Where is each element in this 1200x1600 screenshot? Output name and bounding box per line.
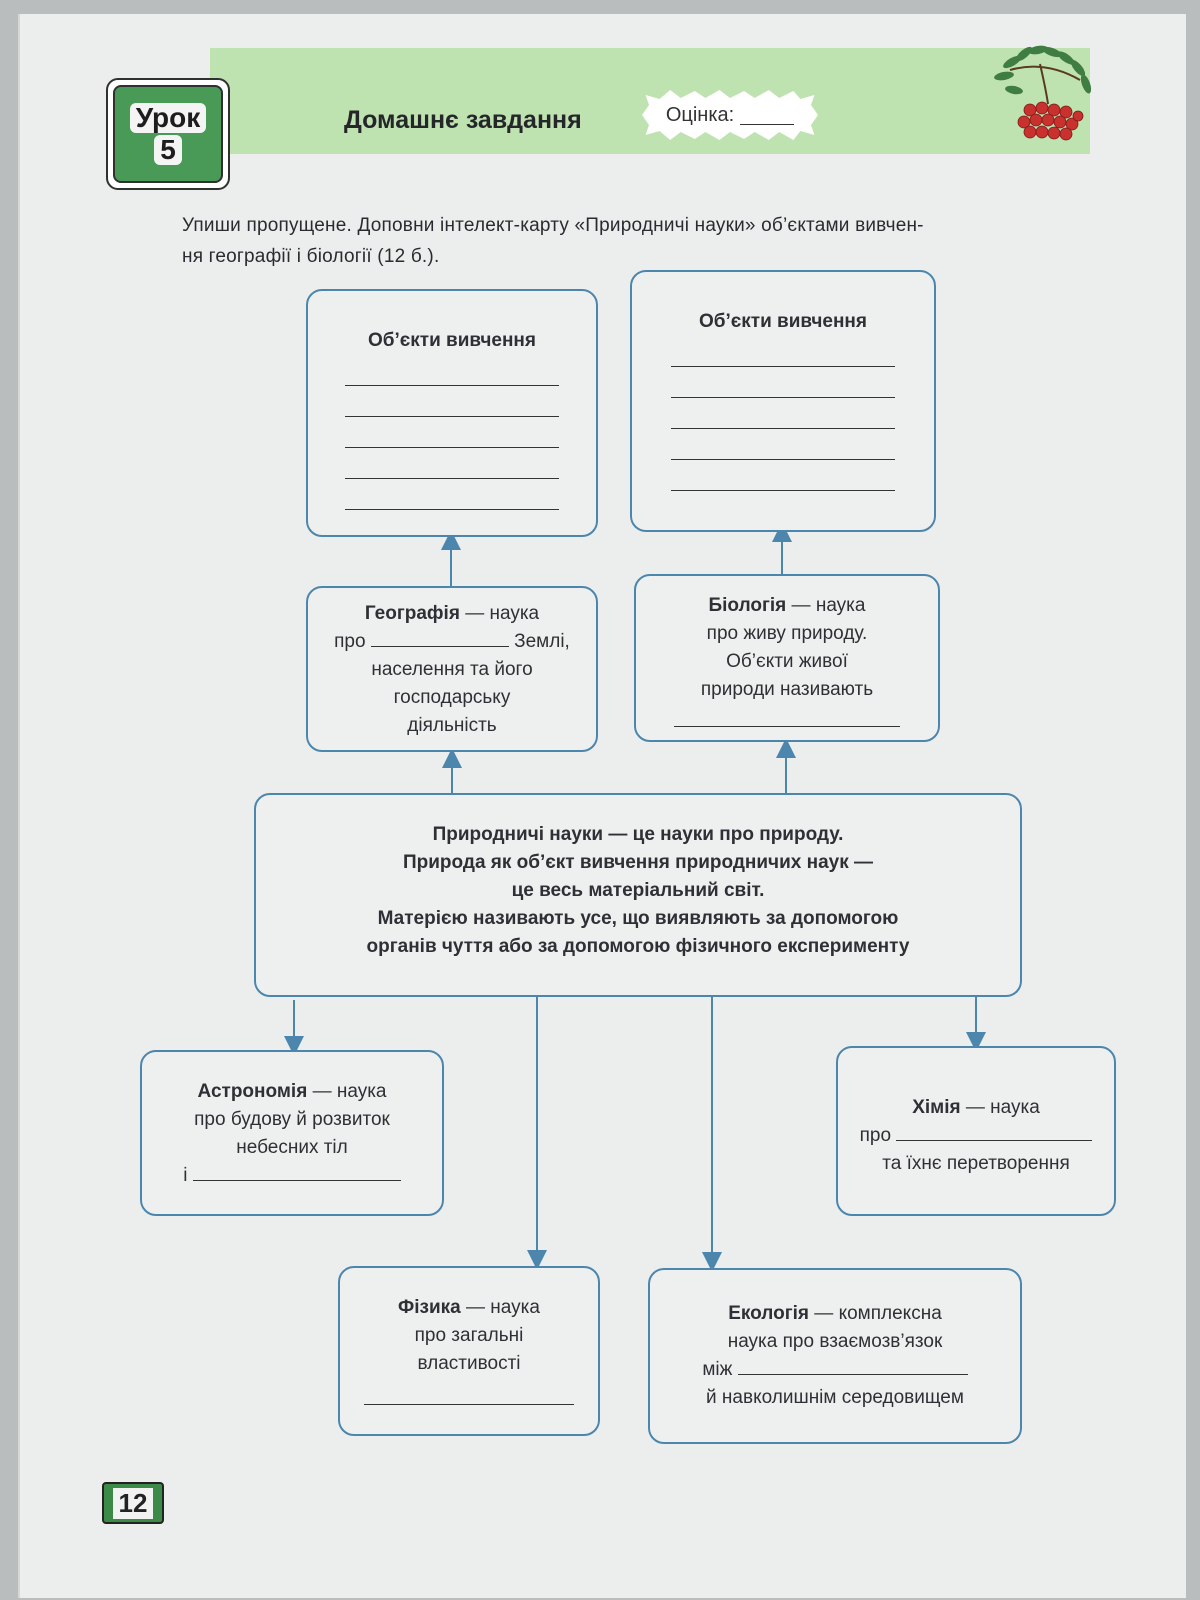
geography-objects-box: Об’єкти вивчення [306, 289, 598, 537]
physics-blank[interactable] [364, 1378, 574, 1405]
astronomy-box: Астрономія — наука про будову й розвиток… [140, 1050, 444, 1216]
chemistry-blank[interactable] [896, 1122, 1093, 1141]
answer-line[interactable] [345, 479, 559, 510]
lesson-badge: Урок 5 [106, 78, 230, 190]
astronomy-blank[interactable] [192, 1162, 401, 1181]
ecology-box: Екологія — комплексна наука про взаємозв… [648, 1268, 1022, 1444]
page-title: Домашнє завдання [344, 106, 582, 134]
answer-line[interactable] [345, 448, 559, 479]
chemistry-term: Хімія [912, 1097, 961, 1118]
grade-badge: Оцінка: [642, 90, 818, 140]
geography-box: Географія — наука про Землі, населення т… [306, 586, 598, 752]
biology-objects-box: Об’єкти вивчення [630, 270, 936, 532]
lesson-word: Урок [129, 103, 207, 133]
objects-heading-right: Об’єкти вивчення [698, 311, 867, 332]
page-number: 12 [102, 1482, 164, 1524]
biology-blank[interactable] [674, 704, 900, 727]
answer-line[interactable] [671, 429, 895, 460]
chemistry-box: Хімія — наука про та їхнє перетворення [836, 1046, 1116, 1216]
natural-sciences-central-box: Природничі науки — це науки про природу.… [254, 793, 1022, 997]
answer-line[interactable] [671, 367, 895, 398]
lesson-number: 5 [154, 135, 182, 165]
biology-box: Біологія — наука про живу природу. Об’єк… [634, 574, 940, 742]
geography-blank[interactable] [370, 628, 509, 647]
grade-blank[interactable] [740, 106, 795, 125]
rowan-branch-icon [994, 45, 1092, 141]
answer-line[interactable] [671, 460, 895, 491]
physics-term: Фізика [398, 1297, 461, 1318]
answer-line[interactable] [345, 355, 559, 386]
answer-line[interactable] [671, 398, 895, 429]
task-instruction: Упиши пропущене. Доповни інтелект-карту … [182, 215, 924, 267]
astronomy-term: Астрономія [197, 1081, 308, 1102]
ecology-term: Екологія [728, 1303, 810, 1324]
physics-box: Фізика — наука про загальні властивості [338, 1266, 600, 1436]
ecology-blank[interactable] [737, 1356, 968, 1375]
objects-heading-left: Об’єкти вивчення [367, 330, 536, 351]
answer-line[interactable] [345, 417, 559, 448]
grade-label: Оцінка: [665, 103, 735, 126]
biology-term: Біологія [708, 595, 787, 616]
answer-line[interactable] [671, 336, 895, 367]
geography-term: Географія [364, 603, 460, 624]
answer-line[interactable] [345, 386, 559, 417]
